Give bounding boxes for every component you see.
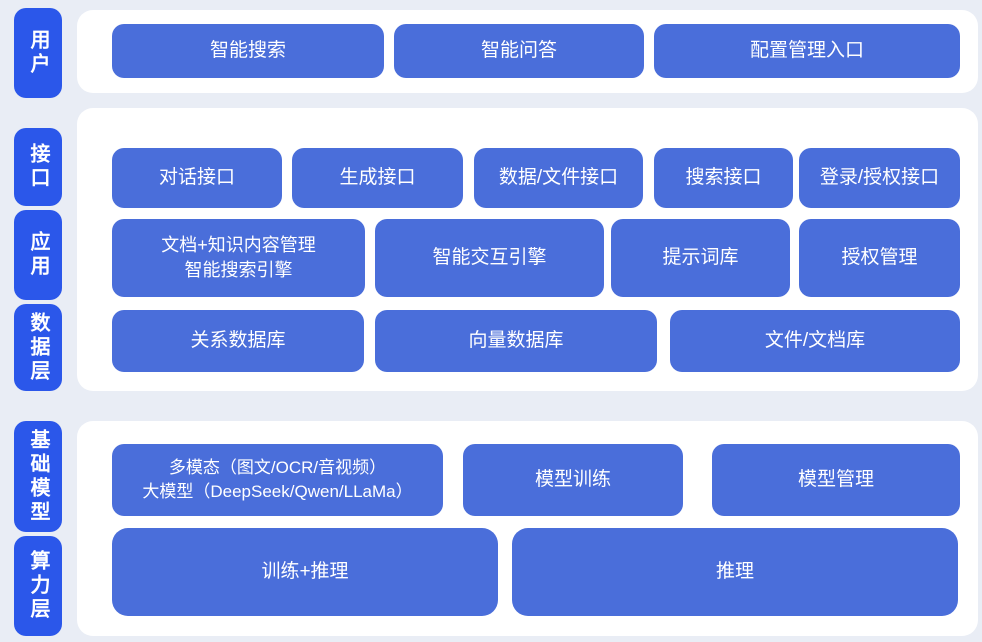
- layer-label-application: 应用: [14, 210, 62, 300]
- block-model-training: 模型训练: [463, 444, 683, 516]
- block-file-doc-store: 文件/文档库: [670, 310, 960, 372]
- block-line: 智能搜索引擎: [184, 260, 293, 280]
- block-vector-db: 向量数据库: [375, 310, 657, 372]
- block-doc-knowledge-search-engine: 文档+知识内容管理 智能搜索引擎: [112, 219, 365, 297]
- block-smart-interaction-engine: 智能交互引擎: [375, 219, 604, 297]
- block-relational-db: 关系数据库: [112, 310, 364, 372]
- block-search-api: 搜索接口: [654, 148, 793, 208]
- block-line: 文档+知识内容管理: [161, 234, 316, 255]
- block-model-management: 模型管理: [712, 444, 960, 516]
- block-line: 大模型（DeepSeek/Qwen/LLaMa）: [142, 482, 413, 501]
- block-prompt-library: 提示词库: [611, 219, 790, 297]
- layer-label-foundation-model: 基础模型: [14, 421, 62, 532]
- block-data-file-api: 数据/文件接口: [474, 148, 643, 208]
- block-smart-search: 智能搜索: [112, 24, 384, 78]
- block-chat-api: 对话接口: [112, 148, 282, 208]
- block-config-management-entry: 配置管理入口: [654, 24, 960, 78]
- layer-label-user: 用户: [14, 8, 62, 98]
- block-multimodal-llm: 多模态（图文/OCR/音视频） 大模型（DeepSeek/Qwen/LLaMa）: [112, 444, 443, 516]
- layer-label-interface: 接口: [14, 128, 62, 206]
- block-inference: 推理: [512, 528, 958, 616]
- layer-label-data-layer: 数据层: [14, 304, 62, 391]
- block-generation-api: 生成接口: [292, 148, 463, 208]
- block-training-inference: 训练+推理: [112, 528, 498, 616]
- layer-label-compute-layer: 算力层: [14, 536, 62, 636]
- block-smart-qa: 智能问答: [394, 24, 644, 78]
- block-auth-management: 授权管理: [799, 219, 960, 297]
- block-line: 多模态（图文/OCR/音视频）: [168, 458, 387, 478]
- block-login-auth-api: 登录/授权接口: [799, 148, 960, 208]
